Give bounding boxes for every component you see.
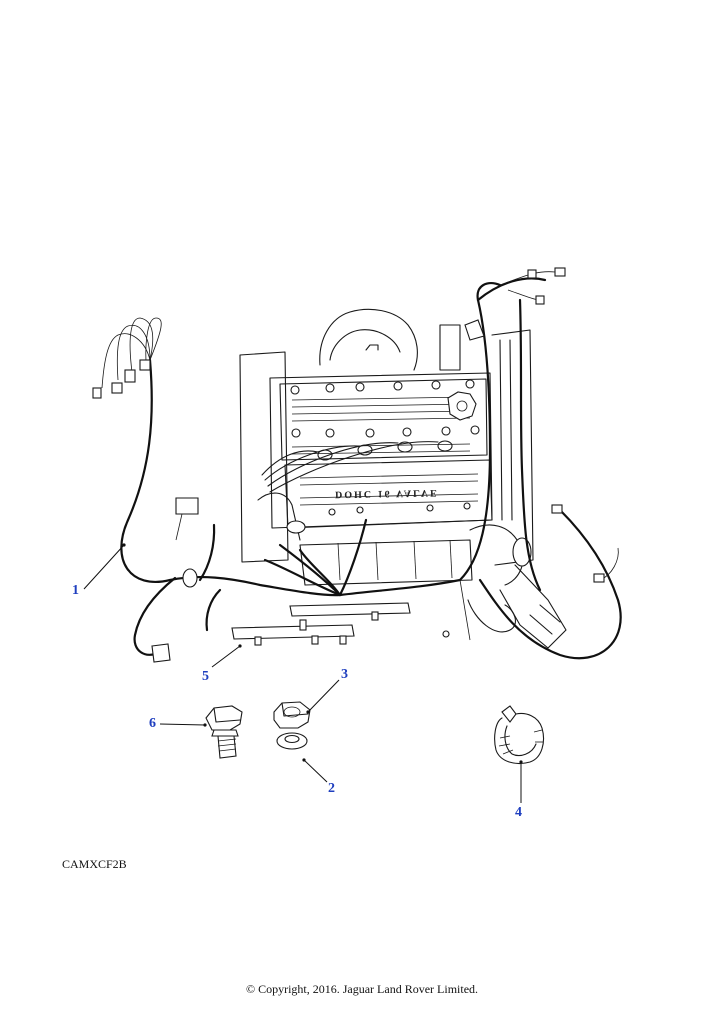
hex-nut <box>273 701 311 729</box>
harness-clip <box>494 705 545 765</box>
fuel-rail-brackets <box>231 602 411 646</box>
spring-washer <box>276 732 308 750</box>
copyright-notice: © Copyright, 2016. Jaguar Land Rover Lim… <box>245 982 479 996</box>
engine-assembly: DOHC 16 VALVE <box>239 308 567 649</box>
engine-harness <box>92 267 622 663</box>
leader-lines <box>83 543 523 803</box>
callout-5[interactable]: 5 <box>202 669 209 684</box>
cam-cover-lettering: DOHC 16 VALVE <box>335 487 439 500</box>
drawing-code: CAMXCF2B <box>62 857 127 871</box>
callout-3[interactable]: 3 <box>341 667 348 682</box>
callout-1[interactable]: 1 <box>72 583 79 598</box>
callout-2[interactable]: 2 <box>328 781 335 796</box>
flange-bolt <box>205 705 243 759</box>
callout-6[interactable]: 6 <box>149 716 156 731</box>
callout-4[interactable]: 4 <box>515 805 522 820</box>
